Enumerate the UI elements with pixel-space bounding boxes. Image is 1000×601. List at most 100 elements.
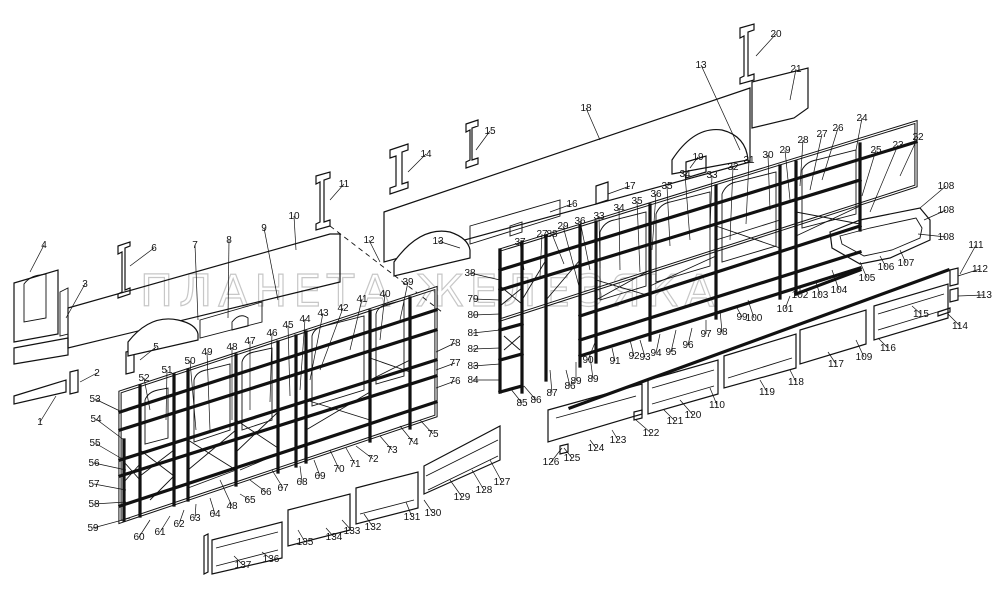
callout-leader-26 <box>821 127 839 181</box>
callout-leader-23 <box>869 144 899 213</box>
callout-label-78: 78 <box>449 338 461 349</box>
callout-leader-87 <box>549 369 553 394</box>
callout-label-75: 75 <box>427 429 439 440</box>
callout-label-49: 49 <box>201 347 213 358</box>
callout-leader-4 <box>29 244 45 273</box>
callout-leader-10 <box>293 215 297 251</box>
callout-label-7: 7 <box>192 240 198 251</box>
callout-leader-118 <box>789 369 797 383</box>
callout-leader-27 <box>539 233 543 277</box>
callout-leader-68 <box>299 465 303 483</box>
callout-leader-1 <box>39 395 57 423</box>
callout-leader-25 <box>861 149 877 197</box>
callout-leader-135 <box>297 529 306 543</box>
callout-label-100: 100 <box>746 313 763 324</box>
callout-leader-133 <box>341 519 353 532</box>
callout-label-2: 2 <box>94 368 100 379</box>
callout-label-104: 104 <box>831 285 848 296</box>
callout-label-77: 77 <box>449 358 461 369</box>
callout-leader-110 <box>709 387 718 406</box>
callout-label-61: 61 <box>154 527 166 538</box>
callout-leader-134 <box>325 527 335 538</box>
right-exploded-panels <box>383 23 809 277</box>
callout-label-51: 51 <box>161 365 173 376</box>
callout-leader-44 <box>299 318 306 391</box>
callout-leader-92 <box>629 339 635 357</box>
callout-leader-85 <box>509 387 523 404</box>
callout-label-88: 88 <box>546 229 558 240</box>
callout-leader-15 <box>475 130 491 151</box>
callout-label-80: 80 <box>467 310 479 321</box>
callout-leader-72 <box>355 445 374 460</box>
callout-leader-113 <box>957 294 985 297</box>
callout-leader-52 <box>143 377 151 411</box>
callout-leader-98 <box>719 309 723 333</box>
callout-label-36: 36 <box>574 216 586 227</box>
callout-label-20: 20 <box>770 29 782 40</box>
callout-leader-57 <box>93 483 127 491</box>
callout-label-89: 89 <box>587 374 599 385</box>
callout-label-96: 96 <box>682 340 694 351</box>
callout-label-133: 133 <box>344 526 361 537</box>
callout-label-18: 18 <box>580 103 592 114</box>
callout-label-34: 34 <box>679 169 691 180</box>
callout-leader-74 <box>399 425 414 443</box>
callout-leader-8 <box>227 239 230 319</box>
callout-label-4: 4 <box>41 240 47 251</box>
callout-label-50: 50 <box>184 356 196 367</box>
callout-leader-90 <box>587 339 597 361</box>
callout-label-105: 105 <box>859 273 876 284</box>
callout-leader-28 <box>799 139 804 187</box>
callout-leader-66 <box>249 479 267 493</box>
callout-label-125: 125 <box>564 453 581 464</box>
callout-label-129: 129 <box>454 492 471 503</box>
callout-leader-59 <box>92 517 131 529</box>
callout-leader-56 <box>93 462 127 471</box>
callout-leader-29 <box>784 149 791 201</box>
callout-leader-13 <box>700 64 741 151</box>
callout-leader-61 <box>159 515 171 533</box>
callout-label-37: 37 <box>514 237 526 248</box>
callout-leader-81 <box>472 329 501 334</box>
callout-leader-70 <box>329 449 340 470</box>
callout-label-24: 24 <box>856 113 868 124</box>
left-skirt-panels <box>203 425 501 575</box>
callout-label-130: 130 <box>425 508 442 519</box>
callout-leader-125 <box>563 447 573 459</box>
callout-leader-136 <box>261 551 272 560</box>
callout-leader-83 <box>472 363 501 367</box>
callout-label-107: 107 <box>898 258 915 269</box>
callout-label-32: 32 <box>727 162 739 173</box>
callout-label-47: 47 <box>244 336 256 347</box>
callout-label-124: 124 <box>588 443 605 454</box>
callout-label-13: 13 <box>432 236 444 247</box>
callout-label-127: 127 <box>494 477 511 488</box>
callout-label-79: 79 <box>467 294 479 305</box>
callout-label-110: 110 <box>709 400 725 411</box>
callout-label-85: 85 <box>516 398 528 409</box>
callout-leader-17 <box>607 185 631 195</box>
callout-leader-127 <box>489 459 503 483</box>
callout-leader-69 <box>313 459 321 477</box>
callout-leader-50 <box>189 360 197 431</box>
callout-leader-86 <box>523 385 537 401</box>
callout-leader-33 <box>709 174 713 231</box>
callout-label-54: 54 <box>90 414 102 425</box>
callout-label-13: 13 <box>695 60 707 71</box>
callout-label-58: 58 <box>88 499 100 510</box>
callout-label-131: 131 <box>404 512 421 523</box>
callout-leader-29 <box>562 225 581 291</box>
right-skirt-panels <box>547 267 959 455</box>
left-exploded-panels <box>13 171 443 405</box>
callout-leader-33 <box>598 215 601 269</box>
callout-label-74: 74 <box>407 437 419 448</box>
callout-label-120: 120 <box>685 410 702 421</box>
callout-label-48: 48 <box>226 501 238 512</box>
callout-leader-132 <box>363 513 374 528</box>
callout-leader-55 <box>94 442 125 461</box>
callout-leader-116 <box>877 337 889 349</box>
callout-label-132: 132 <box>365 522 382 533</box>
callout-leader-13 <box>437 240 461 249</box>
